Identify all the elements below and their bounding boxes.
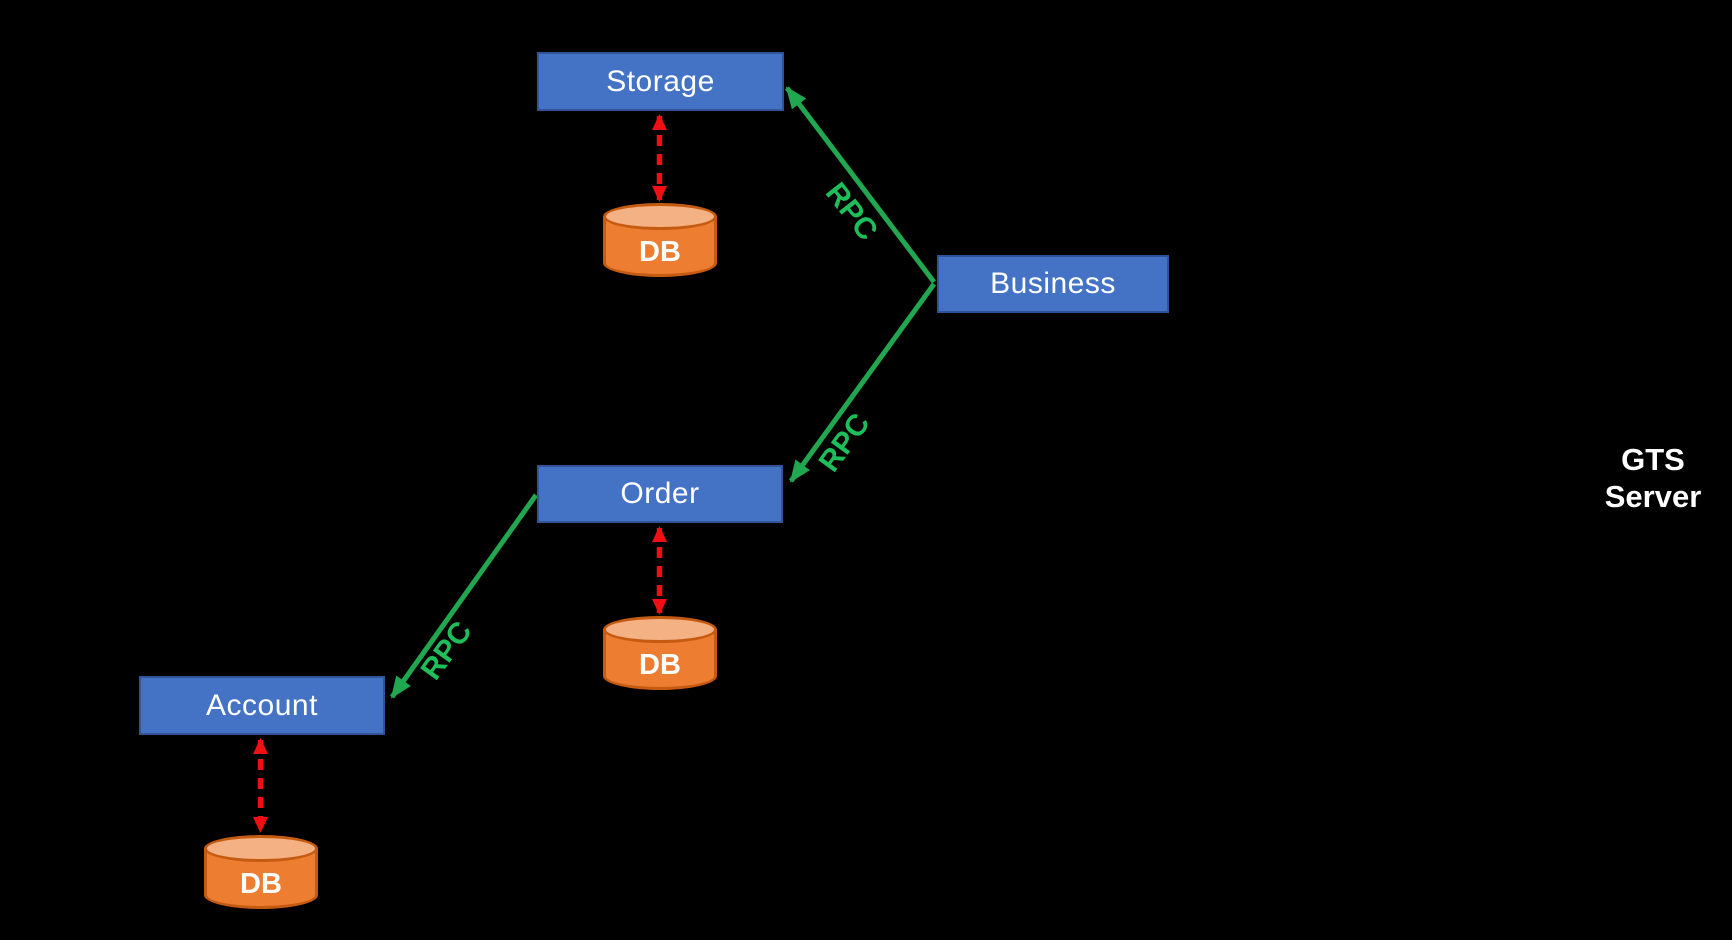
gts-server-label: GTS Server [1605, 441, 1702, 515]
node-account: Account [139, 676, 385, 735]
rpc-arrow-business-to-storage [785, 86, 936, 284]
database-cylinder-account: DB [204, 835, 318, 909]
node-order: Order [537, 465, 783, 523]
node-account-label: Account [206, 688, 318, 722]
gts-server-line2: Server [1604, 479, 1702, 514]
node-business: Business [937, 255, 1169, 313]
gts-server-line1: GTS [1621, 442, 1685, 477]
database-label: DB [639, 648, 681, 681]
node-storage: Storage [537, 52, 784, 111]
database-cylinder-order: DB [603, 616, 717, 690]
cylinder-top [603, 616, 717, 643]
node-order-label: Order [620, 477, 700, 510]
database-cylinder-storage: DB [603, 203, 717, 277]
node-storage-label: Storage [606, 64, 715, 98]
rpc-arrow-business-to-order [788, 282, 937, 483]
rpc-arrow-order-to-account [389, 493, 539, 699]
database-label: DB [639, 235, 681, 268]
cylinder-top [603, 203, 717, 230]
cylinder-top [204, 835, 318, 862]
database-label: DB [240, 867, 282, 900]
node-business-label: Business [990, 267, 1116, 300]
